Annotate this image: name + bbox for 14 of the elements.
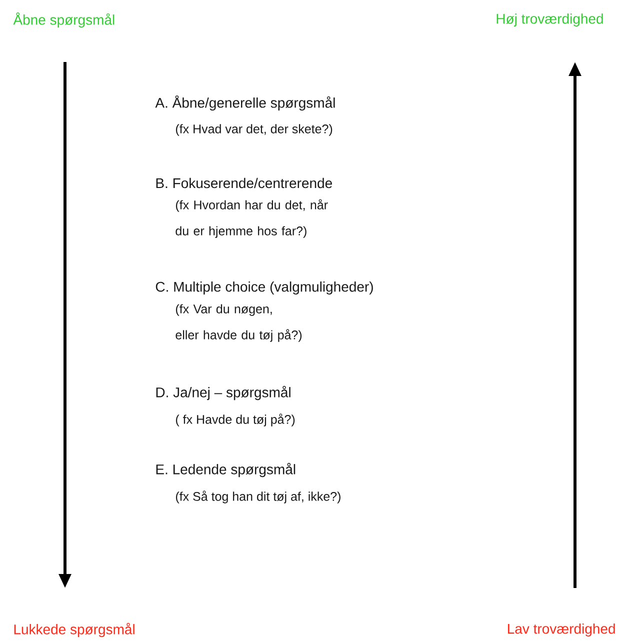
item-heading: B. Fokuserende/centrerende <box>156 178 332 188</box>
example-text: (fx Så tog han dit tøj af, ikke?) <box>176 490 340 504</box>
example-text: (fx Hvad var det, der skete?) <box>176 124 332 136</box>
item-heading: C. Multiple choice (valgmuligheder) <box>156 281 373 295</box>
axis-label: Høj troværdighed <box>496 13 603 27</box>
item-heading: D. Ja/nej – spørgsmål <box>156 386 290 400</box>
item-heading: A. Åbne/generelle spørgsmål <box>155 95 335 111</box>
axis-label: Lav troværdighed <box>508 623 615 637</box>
item-heading: E. Ledende spørgsmål <box>156 462 296 478</box>
example-text: (fx Var du nøgen, eller havde du tøj på?) <box>176 304 302 342</box>
axis-label: Lukkede spørgsmål <box>14 622 134 638</box>
example-text: (fx Hvordan har du det, når du er hjemme hos far?) <box>176 199 328 238</box>
example-text: ( fx Havde du tøj på?) <box>176 414 295 426</box>
axis-label: Åbne spørgsmål <box>13 12 114 28</box>
